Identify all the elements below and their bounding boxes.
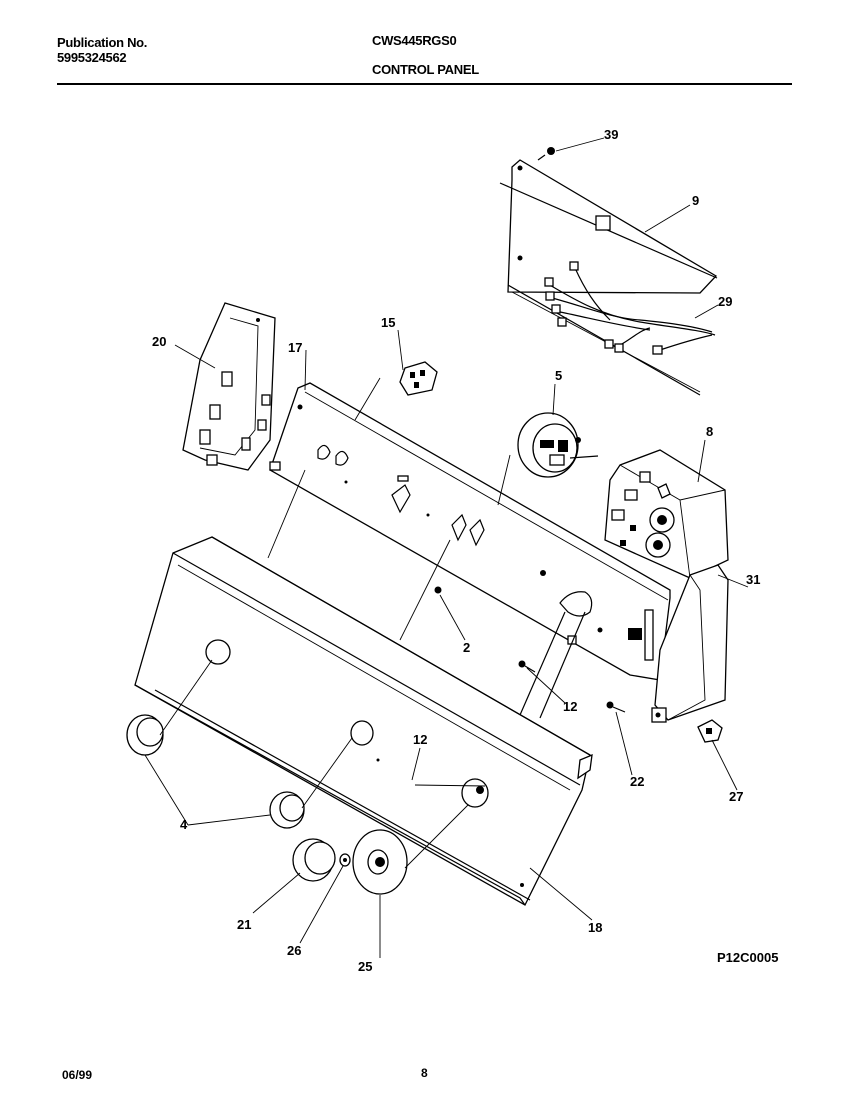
label-2: 2 xyxy=(463,640,470,655)
footer-page-number: 8 xyxy=(421,1066,428,1080)
part-5-pressure-switch xyxy=(517,412,599,478)
label-9: 9 xyxy=(692,193,699,208)
label-17: 17 xyxy=(288,340,302,355)
model-number: CWS445RGS0 xyxy=(372,33,457,48)
header-divider xyxy=(57,83,792,85)
label-39: 39 xyxy=(604,127,618,142)
part-29-wire-harness xyxy=(544,261,716,355)
part-15-switch xyxy=(399,361,438,396)
label-18: 18 xyxy=(588,920,602,935)
footer-date: 06/99 xyxy=(62,1068,93,1082)
label-21: 21 xyxy=(237,917,251,932)
label-4: 4 xyxy=(180,817,188,832)
part-27-clip xyxy=(697,719,723,743)
label-31: 31 xyxy=(746,572,760,587)
part-39-screw xyxy=(537,147,555,161)
label-8: 8 xyxy=(706,424,713,439)
part-2-screw xyxy=(434,586,593,719)
publication-label: Publication No. xyxy=(57,35,148,50)
label-29: 29 xyxy=(718,294,732,309)
part-25-dial xyxy=(352,829,408,895)
part-26-washer xyxy=(339,853,351,867)
part-4-knobs xyxy=(126,714,305,829)
part-9-rear-bracket xyxy=(499,159,718,396)
publication-number: 5995324562 xyxy=(57,50,127,65)
part-labels: 39 9 29 20 15 17 5 8 31 2 12 12 22 27 4 … xyxy=(152,127,760,974)
part-31-end-cap xyxy=(651,564,729,723)
part-18-console-panel xyxy=(134,536,593,906)
label-26: 26 xyxy=(287,943,301,958)
label-27: 27 xyxy=(729,789,743,804)
part-22-screw xyxy=(606,701,626,713)
part-21-knob-cap xyxy=(292,838,336,882)
label-15: 15 xyxy=(381,315,395,330)
diagram-code: P12C0005 xyxy=(717,950,778,965)
section-title: CONTROL PANEL xyxy=(372,62,479,77)
part-20-end-bracket xyxy=(182,302,276,471)
label-12-upper: 12 xyxy=(563,699,577,714)
label-12-lower: 12 xyxy=(413,732,427,747)
part-8-control-module xyxy=(604,449,729,579)
label-25: 25 xyxy=(358,959,372,974)
leader-lines xyxy=(144,137,749,958)
label-5: 5 xyxy=(555,368,562,383)
label-20: 20 xyxy=(152,334,166,349)
label-22: 22 xyxy=(630,774,644,789)
